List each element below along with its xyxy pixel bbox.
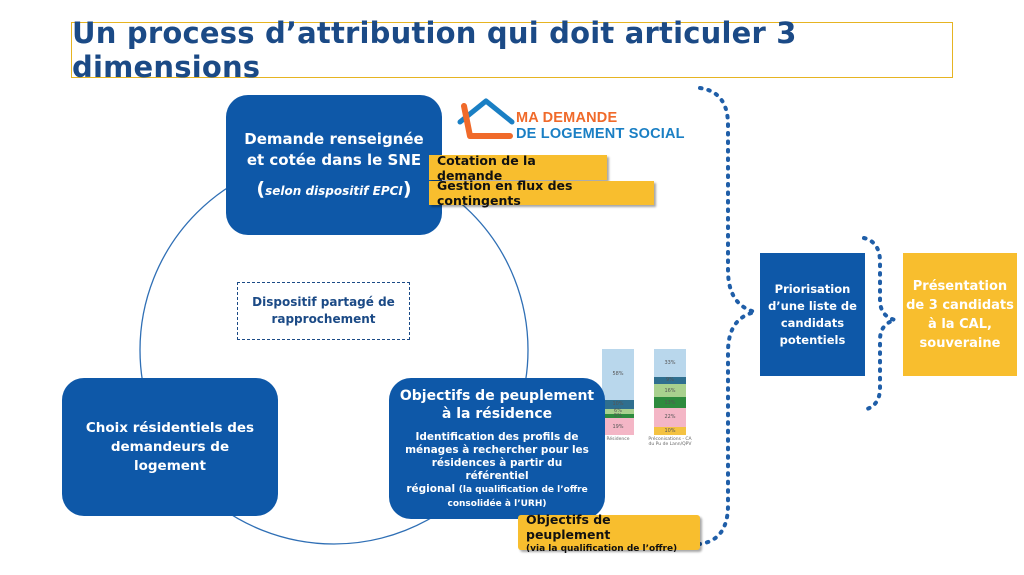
dispositif-partage-box: Dispositif partagé de rapprochement xyxy=(237,282,410,340)
choix-line1: Choix résidentiels des xyxy=(85,419,255,436)
objectifs-h1: Objectifs de peuplement xyxy=(399,387,595,404)
prio-l2: d’une liste de xyxy=(768,298,857,313)
objectifs-d1: Identification des profils de xyxy=(415,430,579,443)
chart-bar-segment: 13% xyxy=(654,397,686,409)
demande-sub: (selon dispositif EPCI) xyxy=(256,177,412,202)
tag-objectifs-title: Objectifs de peuplement xyxy=(526,511,611,542)
objectifs-box: Objectifs de peuplement à la résidence I… xyxy=(389,378,605,519)
choix-line2: demandeurs de logement xyxy=(110,438,230,474)
chart-bar-segment: 10% xyxy=(654,426,686,435)
chart-bar-segment: 5% xyxy=(602,413,634,419)
chart-category-label: Résidence xyxy=(606,437,630,442)
demande-line1: Demande renseignée xyxy=(244,129,424,148)
dispositif-line2: rapprochement xyxy=(271,312,376,326)
demande-box: Demande renseignée et cotée dans le SNE … xyxy=(226,95,442,235)
prio-l1: Priorisation xyxy=(774,281,851,296)
ma-demande-logo: MA DEMANDE DE LOGEMENT SOCIAL xyxy=(454,96,686,144)
pres-l1: Présentation xyxy=(912,278,1008,294)
demande-line2: et cotée dans le SNE xyxy=(246,150,422,169)
title-box: Un process d’attribution qui doit articu… xyxy=(71,16,953,84)
priorisation-box: Priorisation d’une liste de candidats po… xyxy=(760,253,865,376)
paren-close: ) xyxy=(402,177,412,200)
chart-bar-segment: 19% xyxy=(602,418,634,435)
objectifs-h2: à la résidence xyxy=(441,405,553,422)
paren-open: ( xyxy=(256,177,266,200)
chart-bar-segment: 22% xyxy=(654,408,686,427)
choix-residentiels-box: Choix résidentiels des demandeurs de log… xyxy=(62,378,278,516)
objectifs-d6: consolidée à l’URH) xyxy=(447,498,547,509)
tag-objectifs-peuplement: Objectifs de peuplement (via la qualific… xyxy=(518,511,700,554)
objectifs-desc: Identification des profils de ménages à … xyxy=(399,431,595,511)
chart-bar-segment: 6% xyxy=(602,408,634,414)
chart-bar-segment: 10% xyxy=(602,399,634,409)
tag-gestion-flux: Gestion en flux des contingents xyxy=(429,178,654,208)
objectifs-d2: ménages à rechercher pour les xyxy=(405,443,589,456)
pres-l4: souveraine xyxy=(919,335,1001,351)
tag-cotation: Cotation de la demande xyxy=(429,153,607,183)
logo-line1: MA DEMANDE xyxy=(516,110,618,126)
dotted-brace-small xyxy=(862,236,903,412)
presentation-box: Présentation de 3 candidats à la CAL, so… xyxy=(903,253,1017,376)
pres-l2: de 3 candidats xyxy=(906,297,1014,313)
chart-bar-segment: 9% xyxy=(654,376,686,385)
objectifs-d3: résidences à partir du référentiel xyxy=(431,456,563,482)
prio-l3: candidats xyxy=(780,315,845,330)
objectifs-d4: régional xyxy=(406,482,456,495)
chart-bar-segment: 16% xyxy=(654,384,686,398)
objectifs-d5: (la qualification de l’offre xyxy=(458,484,588,495)
chart-bar-segment: 58% xyxy=(602,349,634,400)
dotted-brace-large xyxy=(698,86,756,546)
prio-l4: potentiels xyxy=(779,332,846,347)
chart-category-label: Préconisations - CA du Pu de Lann/QPV xyxy=(648,437,692,447)
house-logo-icon xyxy=(457,98,515,139)
pres-l3: à la CAL, xyxy=(928,316,992,332)
dispositif-line1: Dispositif partagé de xyxy=(252,295,395,309)
tag-objectifs-sub: (via la qualification de l’offre) xyxy=(526,543,678,554)
logo-line2: DE LOGEMENT SOCIAL xyxy=(516,126,685,142)
chart-bar-segment: 33% xyxy=(654,349,686,377)
page-title: Un process d’attribution qui doit articu… xyxy=(72,16,797,84)
demande-sub-text: selon dispositif EPCI xyxy=(265,183,403,198)
